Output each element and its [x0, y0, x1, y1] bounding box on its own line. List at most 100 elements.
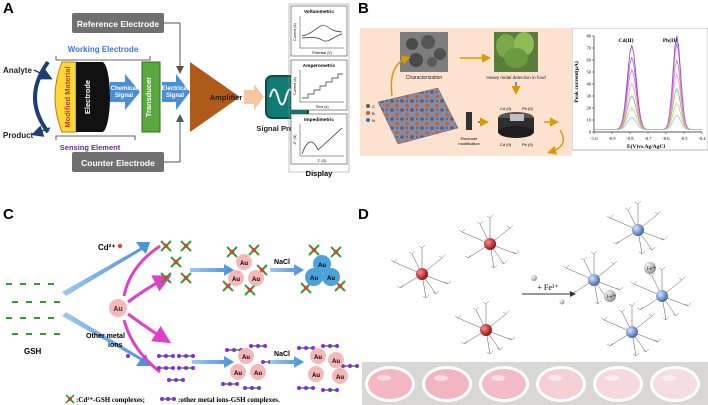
ligand-complex [600, 302, 662, 357]
b-ytick: 80 [587, 34, 592, 39]
fe-label-1: Fe³⁺ [647, 266, 656, 272]
cd-peak-label: Cd(II) [619, 37, 634, 44]
impedimetric-ylabel: -Z'' (Ω) [293, 135, 297, 146]
ligand-complex [458, 214, 520, 269]
panel-d-diagram: + Fe³⁺ Fe³⁺ Fe³⁺ [362, 200, 708, 405]
chemical-signal-line2: Signal [115, 93, 133, 99]
reference-electrode-label: Reference Electrode [77, 19, 159, 29]
sensing-element-label: Sensing Element [60, 143, 121, 152]
other-metal-complex [157, 366, 175, 370]
other-metal-complex [221, 382, 239, 386]
voltammetric-xlabel: Potential (V) [312, 51, 332, 55]
b-xtick: -0.4 [698, 136, 706, 141]
to-processor-arrow [244, 84, 264, 110]
b-xtick: -0.8 [626, 136, 634, 141]
panel-b-graphic: Characterization Heavy metal detection i… [360, 28, 572, 156]
display-plots: Voltammetric Current (A) Potential (V) A… [290, 5, 348, 178]
other-metal-line1: Other metal [86, 333, 125, 340]
legend-n: N [372, 118, 375, 123]
b-ytick: 10 [587, 118, 592, 123]
impedimetric-title: Impedimetric [304, 117, 334, 123]
amplifier-label: Amplifier [210, 93, 243, 102]
chemical-signal-line1: Chemical [111, 86, 138, 92]
cd-label: Cd²⁺ [98, 243, 116, 252]
panel-letter-d: D [358, 206, 369, 223]
au-cluster-3: Au [327, 276, 335, 282]
signal-processor-label: Signal Processor [256, 124, 317, 133]
cd-gsh-complex [226, 246, 238, 258]
au-bottom-5: Au [332, 359, 340, 365]
b-ytick: 50 [587, 70, 592, 75]
legend-other-text: :other metal ions-GSH complexes. [178, 396, 280, 404]
au-top-2: Au [232, 277, 240, 283]
display-label: Display [306, 169, 334, 178]
cd-diagonal-arrow [62, 242, 150, 296]
cd-gsh-complex [308, 244, 320, 256]
cd-gsh-complex [160, 272, 172, 284]
counter-electrode-box [72, 152, 164, 172]
ligand-complex [454, 300, 516, 355]
other-metal-complex [321, 388, 339, 392]
au-bottom-4: Au [314, 355, 322, 361]
b-xtick: -0.6 [662, 136, 670, 141]
b-xtick: -1.0 [590, 136, 598, 141]
panel-letter-a: A [3, 0, 14, 17]
legend-c: C [372, 104, 375, 109]
cd-gsh-complex [330, 246, 342, 258]
cd-gsh-complex [180, 240, 192, 252]
voltammetric-title: Voltammetric [304, 9, 334, 15]
ligand-complex [630, 266, 692, 321]
reference-electrode-box [72, 13, 164, 33]
b-ytick: 0 [589, 130, 592, 135]
b-ytick: 30 [587, 94, 592, 99]
electrode-label: Electrode [83, 80, 92, 114]
cd-gsh-complex [160, 240, 172, 252]
electrical-signal-arrow [162, 74, 190, 110]
ligand-complex [562, 250, 624, 305]
ligand-complex [606, 200, 668, 255]
voltammetric-plot [290, 5, 348, 57]
amperometric-title: Amperometric [303, 63, 336, 69]
au-bottom-7: Au [336, 375, 344, 381]
other-diagonal-arrow [62, 312, 150, 366]
b-xtick: -0.9 [608, 136, 616, 141]
legend-cd-text: :Cd²⁺-GSH complexes; [76, 396, 145, 404]
b-ytick: 40 [587, 82, 592, 87]
au-cluster-2: Au [310, 276, 318, 282]
voltammetry-curve [594, 114, 702, 130]
amplifier-triangle [190, 62, 240, 132]
pb2-bottom-label: Pb (II) [522, 142, 534, 147]
cd-gsh-complex [244, 284, 256, 296]
chemical-signal-arrow [110, 74, 140, 110]
product-label: Product [3, 131, 34, 140]
cd-gsh-complex [248, 244, 260, 256]
electrical-signal-line2: Signal [166, 93, 184, 99]
au-cluster-1: Au [318, 263, 326, 269]
au-bottom-1: Au [242, 355, 250, 361]
nacl-bottom-label: NaCl [274, 351, 290, 358]
fe-label-2: Fe³⁺ [607, 294, 616, 300]
au-particle [109, 299, 127, 317]
other-metal-complex [243, 386, 261, 390]
counter-electrode-label: Counter Electrode [81, 158, 155, 168]
analyte-label: Analyte [3, 66, 32, 75]
panel-c-diagram: GSH Cd²⁺ Other metal ions Au NaCl NaCl A… [6, 240, 359, 404]
electrical-signal-line1: Electrical [162, 86, 189, 92]
electrode-mod-line2: modification [458, 141, 479, 146]
other-metal-complex [341, 364, 359, 368]
au-bottom-6: Au [312, 373, 320, 379]
amperometric-plot [290, 59, 348, 111]
modified-material-label: Modified Material [63, 66, 72, 127]
fe-arrow-label: + Fe³⁺ [537, 283, 558, 292]
nacl-top-label: NaCl [274, 259, 290, 266]
impedimetric-plot [290, 113, 348, 165]
b-ylabel: Peak current(μA) [573, 61, 580, 103]
lattice-structure [377, 87, 459, 145]
transducer-box [141, 61, 161, 133]
other-metal-complex [321, 344, 339, 348]
au-bottom-3: Au [234, 371, 242, 377]
other-metal-complex [249, 344, 267, 348]
other-metal-complex [177, 366, 195, 370]
cd-gsh-complex [170, 256, 182, 268]
b-xtick: -0.7 [644, 136, 652, 141]
